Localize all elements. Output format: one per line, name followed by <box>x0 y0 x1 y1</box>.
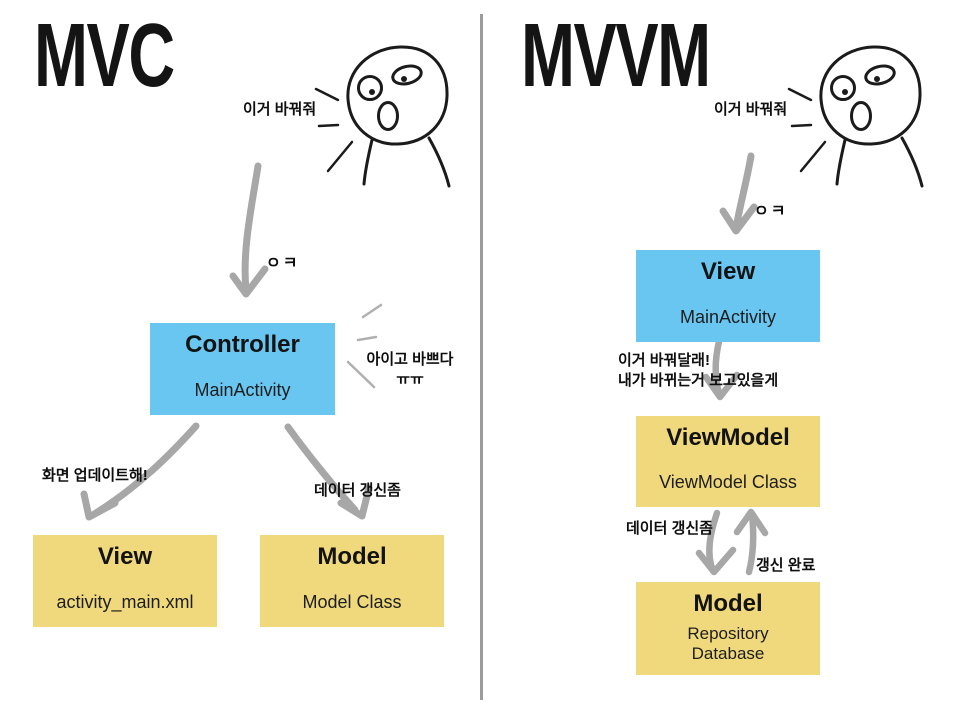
refresh-data-label-right: 데이터 갱신좀 <box>626 520 713 537</box>
viewmodel-box: ViewModel ViewModel Class <box>636 416 820 507</box>
mvvm-model-box-subtitle: Repository Database <box>687 624 768 665</box>
panel-divider <box>480 14 483 700</box>
speech-dashes-right <box>787 87 827 173</box>
mvc-model-box-subtitle: Model Class <box>302 592 402 613</box>
arrow-user-to-view <box>719 152 758 235</box>
arrow-user-to-controller <box>229 162 269 298</box>
mvc-view-box-title: View <box>97 543 153 570</box>
mvvm-model-box: Model Repository Database <box>636 582 820 675</box>
busy-line2: ㅠㅠ <box>396 370 424 388</box>
model-detail-line2: Database <box>691 644 765 664</box>
speech-dashes-left <box>314 87 354 173</box>
mvvm-view-box-title: View <box>700 258 756 285</box>
stress-lines <box>346 303 383 389</box>
relay-line1: 이거 바꿔달래! <box>618 352 710 369</box>
ack-label-right: ㅇㅋ <box>754 203 788 220</box>
person-doodle-left <box>314 45 451 188</box>
arrow-model-to-viewmodel <box>733 508 769 576</box>
controller-box: Controller MainActivity <box>150 323 335 415</box>
viewmodel-box-subtitle: ViewModel Class <box>659 472 797 493</box>
mvvm-view-box-subtitle: MainActivity <box>679 307 777 328</box>
busy-line1: 아이고 바쁘다 <box>366 351 454 368</box>
relay-label: 이거 바꿔달래! 내가 바뀌는거 보고있을게 <box>618 351 778 391</box>
model-detail-line1: Repository <box>687 623 769 643</box>
update-view-label: 화면 업데이트해! <box>42 467 148 484</box>
refresh-done-label: 갱신 완료 <box>756 557 816 574</box>
mvvm-view-box: View MainActivity <box>636 250 820 342</box>
arrow-viewmodel-to-model <box>695 509 737 576</box>
mvc-model-box-title: Model <box>317 543 387 570</box>
controller-box-subtitle: MainActivity <box>194 380 291 401</box>
ack-label-left: ㅇㅋ <box>266 255 300 272</box>
mvc-view-box: View activity_main.xml <box>33 535 217 627</box>
mvc-view-box-subtitle: activity_main.xml <box>56 592 194 613</box>
person-doodle-right <box>787 45 924 188</box>
controller-box-title: Controller <box>185 331 300 358</box>
mvvm-title: MVVM <box>521 6 711 106</box>
refresh-data-label-left: 데이터 갱신좀 <box>314 482 401 499</box>
mvc-model-box: Model Model Class <box>260 535 444 627</box>
speech-label-right: 이거 바꿔줘 <box>714 101 788 118</box>
viewmodel-box-title: ViewModel <box>666 424 790 451</box>
busy-label: 아이고 바쁘다 ㅠㅠ <box>362 350 458 389</box>
arrow-controller-to-model <box>284 423 373 520</box>
speech-label-left: 이거 바꿔줘 <box>243 101 317 118</box>
relay-line2: 내가 바뀌는거 보고있을게 <box>618 372 779 389</box>
mvvm-model-box-title: Model <box>693 590 763 617</box>
mvc-title: MVC <box>34 6 175 106</box>
arrow-controller-to-view <box>80 422 200 521</box>
